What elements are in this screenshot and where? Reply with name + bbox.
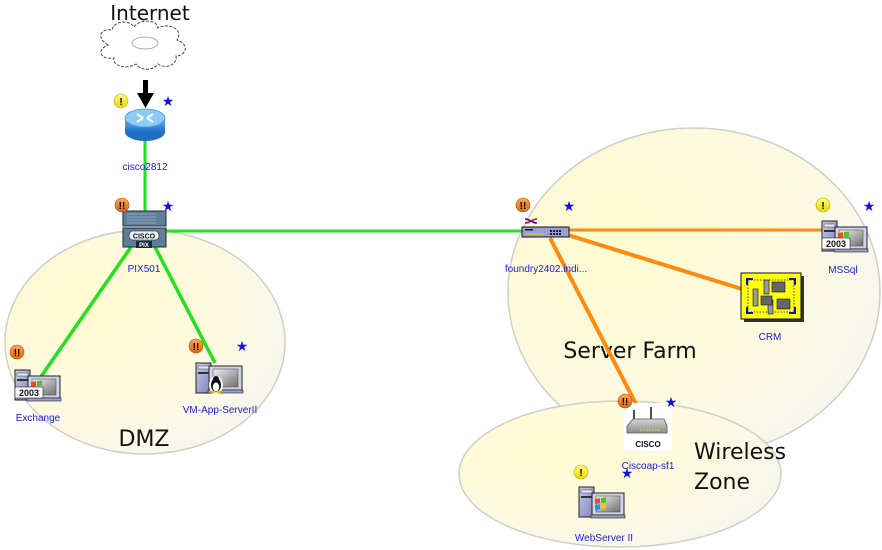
zone-server-farm[interactable]: Server Farm [507, 127, 881, 457]
os-version-text: 2003 [826, 239, 846, 249]
svg-text:!!: !! [119, 201, 126, 212]
star-icon: ★ [863, 198, 876, 214]
star-icon: ★ [665, 394, 678, 410]
node-label-foundry: foundry2402.indi... [505, 264, 587, 275]
node-crm[interactable]: CRM [740, 272, 804, 343]
star-icon: ★ [621, 465, 634, 481]
node-label-mssql: MSSql [828, 265, 857, 276]
link-pix501-vm-app[interactable] [153, 246, 217, 364]
svg-text:!!: !! [622, 397, 629, 408]
firewall-brand-text: CISCO [133, 234, 156, 241]
zone-label-dmz: DMZ [119, 427, 170, 452]
link-foundry-crm[interactable] [567, 233, 743, 291]
router-icon [124, 108, 166, 141]
svg-text:!: ! [821, 201, 824, 212]
svg-text:!: ! [119, 97, 122, 108]
node-label-pix501: PIX501 [128, 264, 161, 275]
star-icon: ★ [162, 198, 175, 214]
switch-icon [521, 218, 570, 238]
alert-warning-icon: ! [573, 464, 589, 480]
firewall-model-text: PIX [139, 243, 149, 249]
alert-critical-icon: !! [617, 393, 633, 409]
svg-text:!: ! [579, 468, 582, 479]
windows-server-icon: 2003 [821, 220, 869, 253]
uplink-arrow-icon [137, 80, 154, 108]
node-vm-app[interactable]: !! ★ VM-App-ServerII [183, 338, 257, 416]
node-label-exchange: Exchange [16, 413, 61, 424]
alert-critical-icon: !! [114, 197, 130, 213]
wireless-ap-icon: CISCO [624, 403, 672, 451]
star-icon: ★ [236, 338, 249, 354]
alert-critical-icon: !! [188, 338, 204, 354]
alert-warning-icon: ! [815, 197, 831, 213]
zone-label-wireless-1: Wireless [694, 440, 786, 465]
node-label-cisco2812: cisco2812 [122, 162, 167, 173]
star-icon: ★ [563, 198, 576, 214]
node-exchange[interactable]: 2003 !! Exchange [9, 344, 62, 424]
internet-label: Internet [110, 1, 190, 25]
linux-server-icon [195, 362, 244, 394]
node-mssql[interactable]: 2003 ! ★ MSSql [815, 197, 876, 276]
node-cisco2812[interactable]: ! ★ cisco2812 [113, 93, 175, 173]
os-version-text: 2003 [19, 388, 39, 398]
svg-text:!!: !! [520, 201, 527, 212]
star-icon: ★ [162, 93, 175, 109]
alert-critical-icon: !! [515, 197, 531, 213]
alert-critical-icon: !! [9, 344, 25, 360]
svg-text:!!: !! [193, 342, 200, 353]
zone-dmz[interactable]: DMZ [4, 229, 286, 455]
node-label-ciscoap: Ciscoap-sf1 [622, 461, 675, 472]
cloud-icon [100, 20, 186, 70]
zone-label-wireless-2: Zone [694, 470, 750, 495]
node-label-webserver: WebServer II [575, 533, 633, 544]
internet-node[interactable]: Internet [100, 1, 190, 108]
node-label-crm: CRM [759, 332, 782, 343]
node-foundry[interactable]: !! ★ foundry2402.indi... [505, 197, 587, 275]
link-pix501-exchange[interactable] [38, 246, 133, 379]
node-webserver[interactable]: ! ★ WebServer II [573, 464, 634, 544]
zone-wireless[interactable]: Wireless Zone [458, 400, 786, 548]
links [38, 120, 822, 405]
svg-text:!!: !! [14, 348, 21, 359]
server-group-icon [740, 272, 804, 322]
firewall-icon: CISCO PIX [122, 210, 167, 249]
zone-label-server-farm: Server Farm [563, 339, 696, 364]
link-foundry-ciscoap[interactable] [548, 237, 638, 405]
node-pix501[interactable]: CISCO PIX !! ★ PIX501 [114, 197, 175, 275]
switch-cross-icon [524, 218, 538, 224]
alert-warning-icon: ! [113, 93, 129, 109]
ap-brand-text: CISCO [635, 440, 660, 449]
node-ciscoap[interactable]: CISCO !! ★ Ciscoap-sf1 [617, 393, 678, 472]
windows-server-icon: 2003 [14, 369, 62, 402]
node-label-vm-app: VM-App-ServerII [183, 405, 257, 416]
